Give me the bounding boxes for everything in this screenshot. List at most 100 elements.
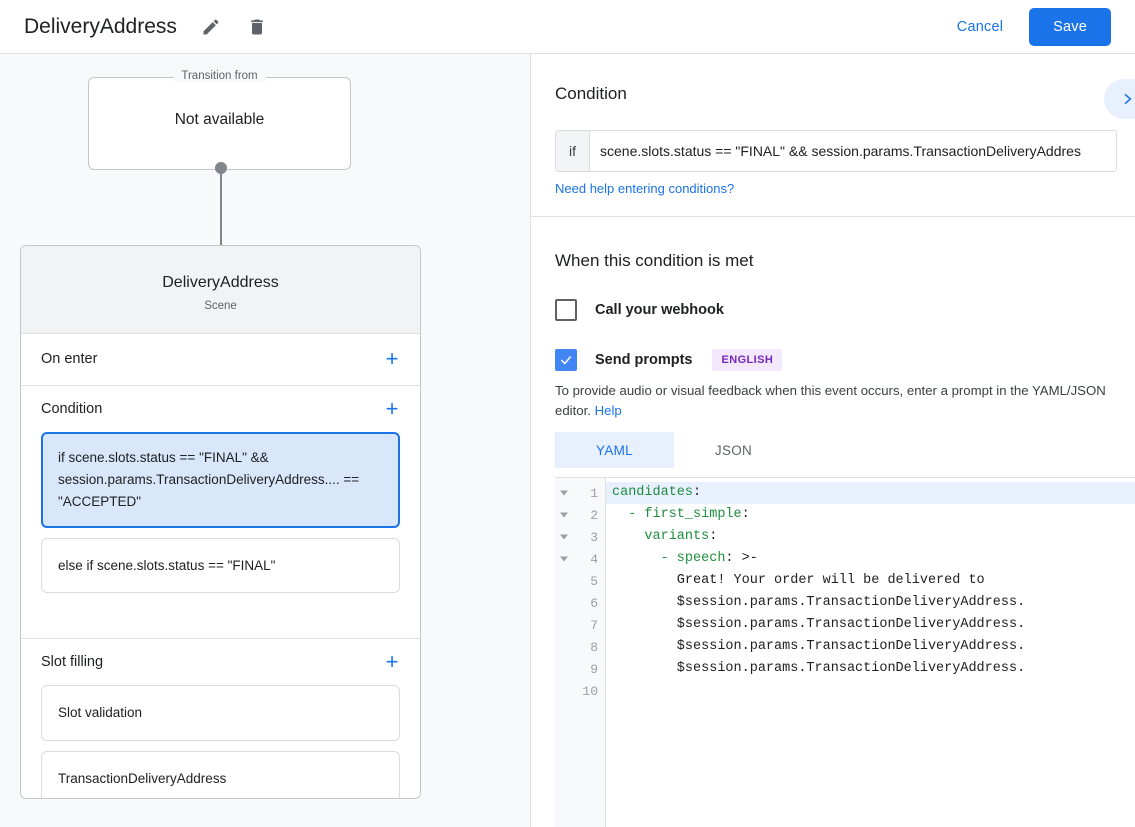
- webhook-checkbox-row[interactable]: Call your webhook: [555, 299, 724, 321]
- call-webhook-checkbox[interactable]: [555, 299, 577, 321]
- app-header: DeliveryAddress Cancel Save: [0, 0, 1135, 54]
- editor-code-line[interactable]: Great! Your order will be delivered to: [606, 570, 1135, 592]
- editor-gutter: 1 2 3 4 5 6 7 8 9 10: [555, 478, 606, 827]
- add-condition-icon[interactable]: +: [385, 396, 399, 421]
- code-token-text: Great! Your order will be delivered to: [612, 573, 985, 588]
- transition-from-value: Not available: [174, 111, 265, 128]
- page-title: DeliveryAddress: [24, 14, 177, 38]
- condition-help-link[interactable]: Need help entering conditions?: [555, 181, 735, 196]
- chevron-right-icon[interactable]: [1104, 79, 1135, 119]
- editor-line-number: 1: [555, 482, 605, 504]
- section-slot-filling-header[interactable]: Slot filling +: [21, 639, 420, 685]
- editor-format-tabs: YAML JSON: [555, 432, 793, 468]
- section-condition-title: Condition: [41, 401, 103, 417]
- condition-input-row: if: [555, 130, 1117, 172]
- pencil-icon[interactable]: [199, 15, 223, 39]
- code-token-key: - speech: [612, 551, 726, 566]
- editor-code-line[interactable]: $session.params.TransactionDeliveryAddre…: [606, 614, 1135, 636]
- send-prompts-checkbox-row[interactable]: Send prompts ENGLISH: [555, 349, 783, 371]
- transition-to-card: Transition to DeliveryAddress Scene On e…: [20, 245, 421, 799]
- editor-line-number: 4: [555, 548, 605, 570]
- code-token-key: - first_simple: [612, 507, 742, 522]
- condition-input[interactable]: [590, 131, 1116, 171]
- tab-yaml[interactable]: YAML: [555, 432, 674, 468]
- editor-line-number: 6: [555, 592, 605, 614]
- fold-toggle-icon[interactable]: [560, 490, 568, 496]
- save-button[interactable]: Save: [1029, 7, 1111, 46]
- line-number-label: 2: [590, 507, 598, 523]
- condition-block: Condition if Need help entering conditio…: [531, 54, 1135, 217]
- code-token-text: $session.params.TransactionDeliveryAddre…: [612, 639, 1026, 654]
- cancel-button[interactable]: Cancel: [945, 11, 1015, 43]
- editor-code-line[interactable]: $session.params.TransactionDeliveryAddre…: [606, 592, 1135, 614]
- editor-line-number: 8: [555, 636, 605, 658]
- when-condition-met-heading: When this condition is met: [555, 251, 754, 270]
- trash-icon[interactable]: [245, 15, 269, 39]
- editor-code-line[interactable]: $session.params.TransactionDeliveryAddre…: [606, 636, 1135, 658]
- fold-toggle-icon[interactable]: [560, 556, 568, 562]
- code-token-text: $session.params.TransactionDeliveryAddre…: [612, 595, 1026, 610]
- editor-line-number: 7: [555, 614, 605, 636]
- code-token-text: $session.params.TransactionDeliveryAddre…: [612, 617, 1026, 632]
- transition-to-header: DeliveryAddress Scene: [21, 246, 420, 334]
- code-token-text: $session.params.TransactionDeliveryAddre…: [612, 661, 1026, 676]
- section-slot-filling-title: Slot filling: [41, 654, 104, 670]
- section-condition-header[interactable]: Condition +: [21, 386, 420, 432]
- editor-code-line[interactable]: candidates:: [606, 482, 1135, 504]
- section-on-enter-header[interactable]: On enter +: [21, 334, 420, 384]
- right-pane: Condition if Need help entering conditio…: [531, 54, 1135, 827]
- transition-to-title: DeliveryAddress: [162, 274, 279, 291]
- code-token-rest: :: [693, 485, 702, 500]
- line-number-label: 7: [590, 617, 598, 633]
- condition-item-selected[interactable]: if scene.slots.status == "FINAL" && sess…: [41, 432, 400, 528]
- tab-json[interactable]: JSON: [714, 442, 753, 458]
- language-badge: ENGLISH: [712, 349, 783, 371]
- slot-item-validation[interactable]: Slot validation: [41, 685, 400, 741]
- prompt-help-link[interactable]: Help: [594, 403, 622, 419]
- add-slot-filling-icon[interactable]: +: [385, 649, 399, 674]
- line-number-label: 4: [590, 551, 598, 567]
- send-prompts-checkbox[interactable]: [555, 349, 577, 371]
- fold-toggle-icon[interactable]: [560, 534, 568, 540]
- editor-code-area[interactable]: candidates: - first_simple: variants: - …: [606, 478, 1135, 827]
- condition-heading: Condition: [555, 84, 627, 103]
- body-area: Transition from Not available Transition…: [0, 54, 1135, 827]
- editor-line-number: 3: [555, 526, 605, 548]
- editor-line-number: 5: [555, 570, 605, 592]
- prompt-description: To provide audio or visual feedback when…: [555, 381, 1111, 422]
- code-token-rest: :: [709, 529, 718, 544]
- slot-item-transaction-delivery-address[interactable]: TransactionDeliveryAddress: [41, 750, 400, 798]
- prompt-description-text: To provide audio or visual feedback when…: [555, 383, 1106, 419]
- code-token-key: variants: [612, 529, 710, 544]
- section-on-enter-title: On enter: [41, 351, 98, 367]
- section-slot-filling: Slot filling + Slot validation Transacti…: [21, 638, 420, 798]
- fold-toggle-icon[interactable]: [560, 512, 568, 518]
- editor-code-line[interactable]: variants:: [606, 526, 1135, 548]
- transition-from-card: Transition from Not available: [88, 70, 351, 170]
- editor-code-line[interactable]: [606, 680, 1135, 702]
- line-number-label: 1: [590, 485, 598, 501]
- add-on-enter-icon[interactable]: +: [385, 346, 399, 371]
- transition-from-legend: Transition from: [173, 70, 266, 82]
- editor-code-line[interactable]: - speech: >-: [606, 548, 1135, 570]
- editor-line-number: 2: [555, 504, 605, 526]
- section-condition: Condition + if scene.slots.status == "FI…: [21, 385, 420, 604]
- editor-line-number: 10: [555, 680, 605, 702]
- code-token-key: candidates: [612, 485, 694, 500]
- code-token-rest: :: [741, 507, 750, 522]
- line-number-label: 8: [590, 639, 598, 655]
- transition-to-subtitle: Scene: [204, 300, 237, 312]
- call-webhook-label: Call your webhook: [595, 302, 724, 318]
- condition-item-else[interactable]: else if scene.slots.status == "FINAL": [41, 537, 400, 594]
- line-number-label: 9: [590, 661, 598, 677]
- section-on-enter: On enter +: [21, 334, 420, 384]
- line-number-label: 3: [590, 529, 598, 545]
- editor-code-line[interactable]: - first_simple:: [606, 504, 1135, 526]
- condition-if-label: if: [556, 131, 590, 171]
- line-number-label: 10: [582, 683, 598, 699]
- line-number-label: 5: [590, 573, 598, 589]
- code-token-rest: : >-: [725, 551, 758, 566]
- editor-code-line[interactable]: $session.params.TransactionDeliveryAddre…: [606, 658, 1135, 680]
